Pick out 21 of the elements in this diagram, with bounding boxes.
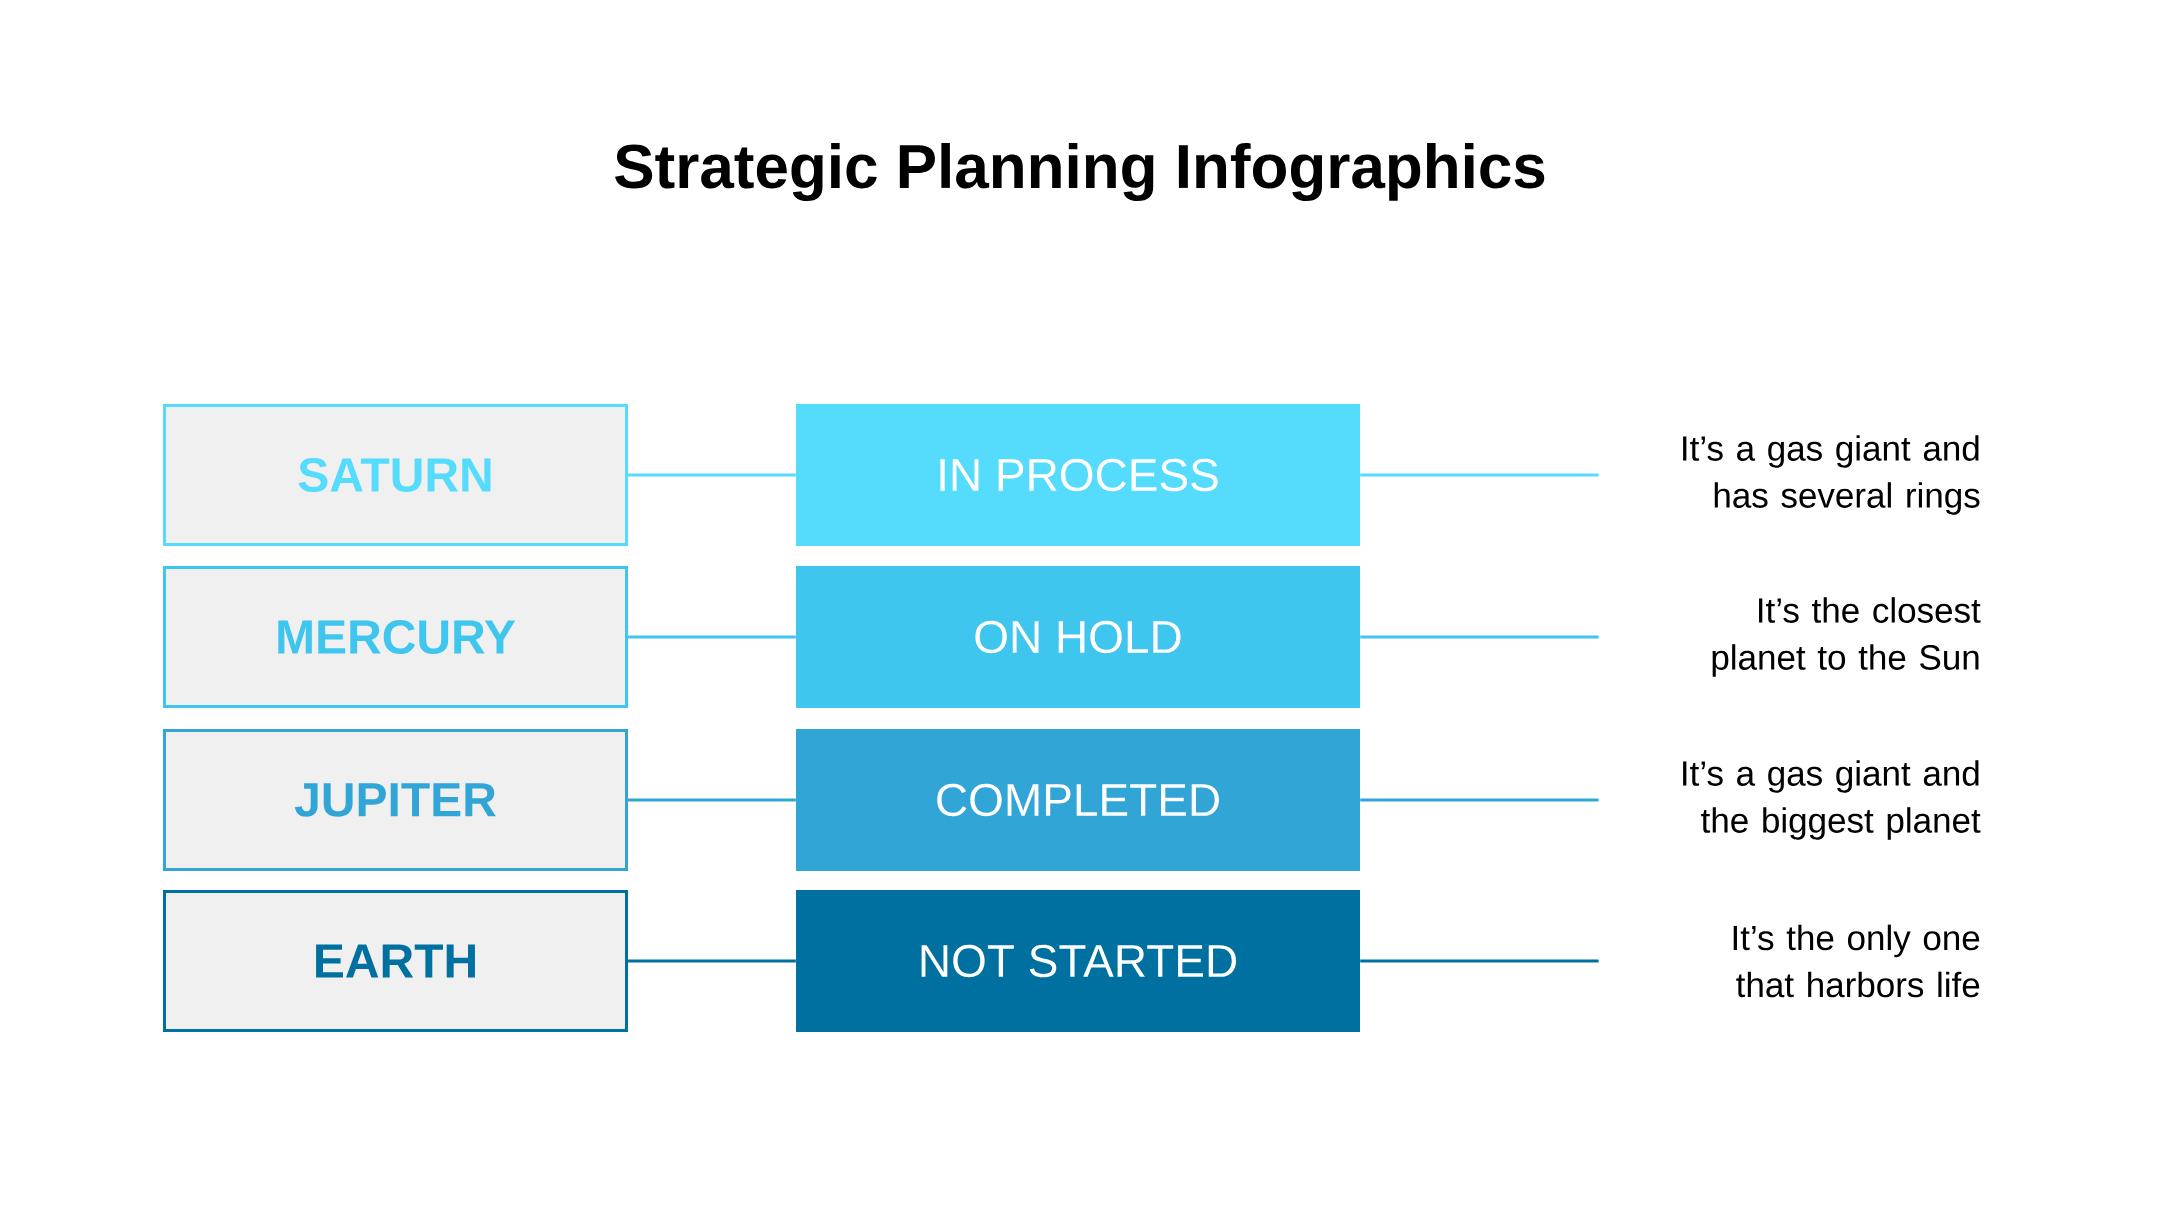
planet-box: MERCURY xyxy=(163,566,628,708)
connector-line xyxy=(1360,635,1599,639)
connector-line xyxy=(1360,798,1599,802)
status-box: ON HOLD xyxy=(796,566,1360,708)
description-text: It’s the closest planet to the Sun xyxy=(1712,597,1981,677)
connector-line xyxy=(628,959,796,963)
status-box: COMPLETED xyxy=(796,729,1360,871)
description-text: It’s a gas giant and the biggest planet xyxy=(1683,760,1981,840)
status-box: IN PROCESS xyxy=(796,404,1360,546)
planet-box: SATURN xyxy=(163,404,628,546)
connector-line xyxy=(628,635,796,639)
description-text: It’s a gas giant and has several rings xyxy=(1683,435,1980,515)
connector-line xyxy=(1360,473,1599,477)
connector-line xyxy=(628,798,796,802)
title: Strategic Planning Infographics xyxy=(615,143,1545,202)
planet-box: EARTH xyxy=(163,890,628,1032)
description-text: It’s the only one that harbors life xyxy=(1733,924,1980,998)
status-box: NOT STARTED xyxy=(796,890,1360,1032)
planet-box: JUPITER xyxy=(163,729,628,871)
connector-line xyxy=(1360,959,1599,963)
connector-line xyxy=(628,473,796,477)
